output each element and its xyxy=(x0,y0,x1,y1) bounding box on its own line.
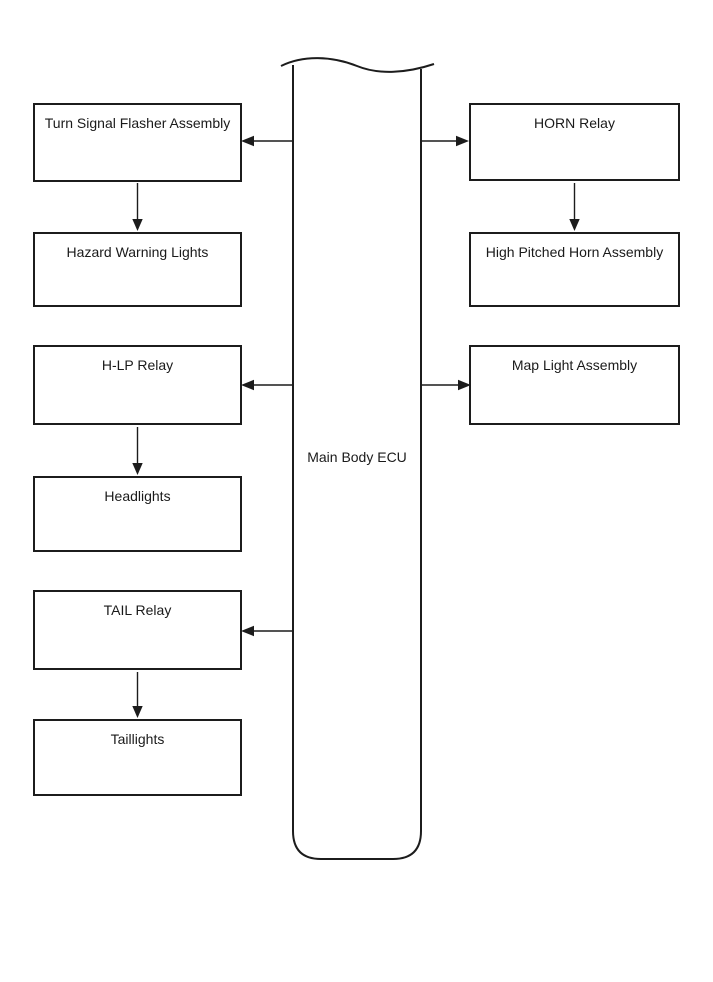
node-headlights: Headlights xyxy=(33,476,242,552)
node-label: HORN Relay xyxy=(534,115,615,131)
node-horn-relay: HORN Relay xyxy=(469,103,680,181)
node-hlp-relay: H-LP Relay xyxy=(33,345,242,425)
arrowhead-left-icon xyxy=(241,625,254,637)
arrowhead-right-icon xyxy=(458,379,471,391)
node-high-pitched-horn-assembly: High Pitched Horn Assembly xyxy=(469,232,680,307)
node-tail-relay: TAIL Relay xyxy=(33,590,242,670)
node-label: H-LP Relay xyxy=(101,357,174,373)
node-label: Taillights xyxy=(110,731,165,747)
node-hazard-warning-lights: Hazard Warning Lights xyxy=(33,232,242,307)
node-label: Hazard Warning Lights xyxy=(66,244,209,260)
arrowhead-left-icon xyxy=(241,135,254,147)
node-map-light-assembly: Map Light Assembly xyxy=(469,345,680,425)
arrowhead-down-icon xyxy=(569,219,580,231)
node-label: Headlights xyxy=(104,488,171,504)
arrowhead-right-icon xyxy=(456,135,469,147)
node-taillights: Taillights xyxy=(33,719,242,796)
node-label: Turn Signal Flasher Assembly xyxy=(44,115,231,131)
arrowhead-left-icon xyxy=(241,379,254,391)
arrowhead-down-icon xyxy=(132,219,143,231)
node-label: TAIL Relay xyxy=(103,602,172,618)
arrowhead-down-icon xyxy=(132,463,143,475)
node-label: Map Light Assembly xyxy=(511,357,638,373)
arrowhead-down-icon xyxy=(132,706,143,718)
main-body-ecu-outline xyxy=(292,65,422,860)
break-wave-line xyxy=(280,57,435,73)
node-turn-signal-flasher-assembly: Turn Signal Flasher Assembly xyxy=(33,103,242,182)
node-main-body-ecu-label: Main Body ECU xyxy=(307,449,407,465)
node-label: High Pitched Horn Assembly xyxy=(485,244,664,260)
